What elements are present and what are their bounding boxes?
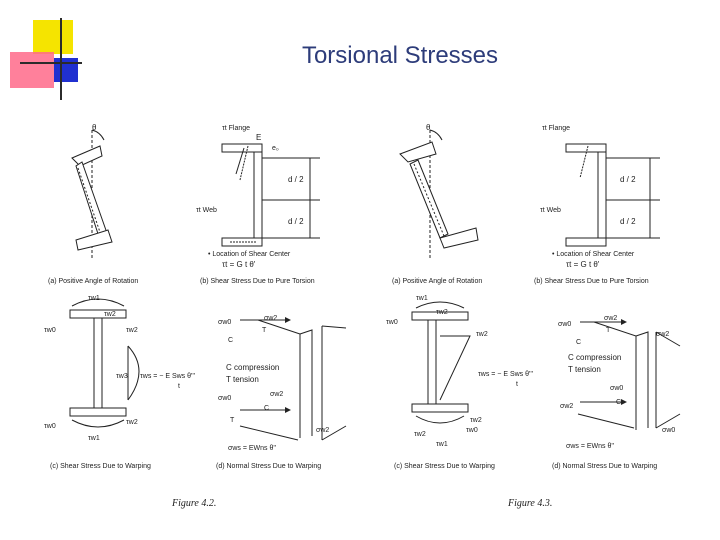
fig3-c-tau-formula: τws = − E Sws θ'''	[478, 371, 533, 378]
fig-b-e0: e₀	[272, 145, 279, 152]
fig-a-rotated-section	[71, 129, 113, 260]
fig3-d-sig-w0-right: σw0	[662, 427, 675, 434]
slide-title: Torsional Stresses	[301, 42, 499, 69]
fig3-d-sig-w0: σw0	[558, 321, 571, 328]
fig-c-t-divisor: t	[178, 383, 180, 390]
fig-d-compression: C compression	[226, 363, 279, 372]
fig3-c-tau-w0-b: τw0	[466, 427, 478, 434]
fig-d-C-bot: C	[264, 405, 269, 412]
fig3-a-theta: θ	[426, 123, 431, 132]
fig3-d-compression: C compression	[568, 353, 621, 362]
fig3-c-section	[411, 301, 471, 424]
fig-b-section	[221, 143, 320, 247]
fig-d-sig-w2-mid: σw2	[270, 391, 283, 398]
fig-d-tension: T tension	[226, 375, 259, 384]
figure-4-3: θ (a) Positive Angle of Rotation τt Flan…	[386, 123, 681, 509]
fig3-a-rotated-section	[399, 129, 479, 260]
fig3-c-tau-w2-b: τw2	[470, 417, 482, 424]
fig3-b-shear-center: • Location of Shear Center	[552, 251, 635, 258]
fig-c-tau-formula: τws = − E Sws θ'''	[140, 373, 195, 380]
fig-b-shear-center: • Location of Shear Center	[208, 251, 291, 258]
fig-c-tau-w2-right: τw2	[126, 327, 138, 334]
caption-b: (b) Shear Stress Due to Pure Torsion	[200, 278, 315, 285]
fig3-d-C-bot: C	[616, 399, 621, 406]
fig-c-tau-w1-top: τw1	[88, 295, 100, 302]
fig-c-tau-w0-top: τw0	[44, 327, 56, 334]
fig-d-T-top: T	[262, 327, 267, 334]
fig3-d-section	[577, 319, 681, 430]
fig3-c-tau-w2-bot: τw2	[414, 431, 426, 438]
caption-d: (d) Normal Stress Due to Warping	[216, 463, 321, 470]
fig-c-tau-w2-bot: τw2	[126, 419, 138, 426]
fig3-b-tau-flange: τt Flange	[542, 125, 570, 132]
fig3-d-C-top: C	[576, 339, 581, 346]
fig3-c-tau-w2-mid: τw2	[476, 331, 488, 338]
caption-c: (c) Shear Stress Due to Warping	[50, 463, 151, 470]
caption3-b: (b) Shear Stress Due to Pure Torsion	[534, 278, 649, 285]
fig3-c-tau-w0-top: τw0	[386, 319, 398, 326]
fig3-b-tau-formula: τt = G t θ'	[566, 260, 600, 269]
fig3-d-sig-w0-mid: σw0	[610, 385, 623, 392]
fig-b-d2-top: d / 2	[288, 175, 304, 184]
fig-d-T-bot: T	[230, 417, 235, 424]
fig-b-tau-flange: τt Flange	[222, 125, 250, 132]
corner-horizontal-line	[20, 62, 82, 64]
fig-c-tau-w2-top: τw2	[104, 311, 116, 318]
caption3-a: (a) Positive Angle of Rotation	[392, 278, 482, 285]
fig3-b-d2-top: d / 2	[620, 175, 636, 184]
fig3-c-tau-w2-top: τw2	[436, 309, 448, 316]
fig-c-tau-w1-bot: τw1	[88, 435, 100, 442]
fig-b-E: E	[256, 133, 261, 142]
fig-d-section	[239, 317, 347, 441]
figure-4-2: θ (a) Positive Angle of Rotation τt Flan…	[44, 123, 347, 509]
torsional-stress-figures: θ (a) Positive Angle of Rotation τt Flan…	[44, 123, 681, 509]
fig3-d-tension: T tension	[568, 365, 601, 374]
caption3-c: (c) Shear Stress Due to Warping	[394, 463, 495, 470]
corner-vertical-line	[60, 18, 62, 100]
fig3-d-sig-w2-right: σw2	[656, 331, 669, 338]
figure-4-3-label: Figure 4.3.	[507, 498, 552, 509]
fig3-d-T-top: T	[606, 327, 611, 334]
fig-c-tau-w3: τw3	[116, 373, 128, 380]
fig3-c-tau-w1-top: τw1	[416, 295, 428, 302]
fig3-c-tau-w1-bot: τw1	[436, 441, 448, 448]
fig-d-C-top: C	[228, 337, 233, 344]
corner-pink-square	[10, 52, 54, 88]
figure-4-2-label: Figure 4.2.	[171, 498, 216, 509]
fig-a-theta: θ	[92, 123, 97, 132]
fig3-b-d2-bot: d / 2	[620, 217, 636, 226]
caption-a: (a) Positive Angle of Rotation	[48, 278, 138, 285]
corner-yellow-square	[33, 20, 73, 54]
fig-d-sig-formula: σws = EWns θ''	[228, 445, 276, 452]
fig-b-d2-bot: d / 2	[288, 217, 304, 226]
fig-d-sig-w0: σw0	[218, 319, 231, 326]
caption3-d: (d) Normal Stress Due to Warping	[552, 463, 657, 470]
fig3-d-sig-formula: σws = EWns θ''	[566, 443, 614, 450]
fig-d-sig-w0-b: σw0	[218, 395, 231, 402]
fig3-d-sig-w2-top: σw2	[604, 315, 617, 322]
fig-d-sig-w2-right: σw2	[316, 427, 329, 434]
fig-c-section	[69, 298, 140, 428]
fig3-b-tau-web: τt Web	[540, 207, 561, 214]
fig3-c-t-divisor: t	[516, 381, 518, 388]
fig-d-sig-w2-top: σw2	[264, 315, 277, 322]
fig3-b-section	[565, 143, 660, 247]
fig-b-tau-formula: τt = G t θ'	[222, 260, 256, 269]
fig-c-tau-w0-bot: τw0	[44, 423, 56, 430]
fig-b-tau-web: τt Web	[196, 207, 217, 214]
fig3-d-sig-w2-low: σw2	[560, 403, 573, 410]
